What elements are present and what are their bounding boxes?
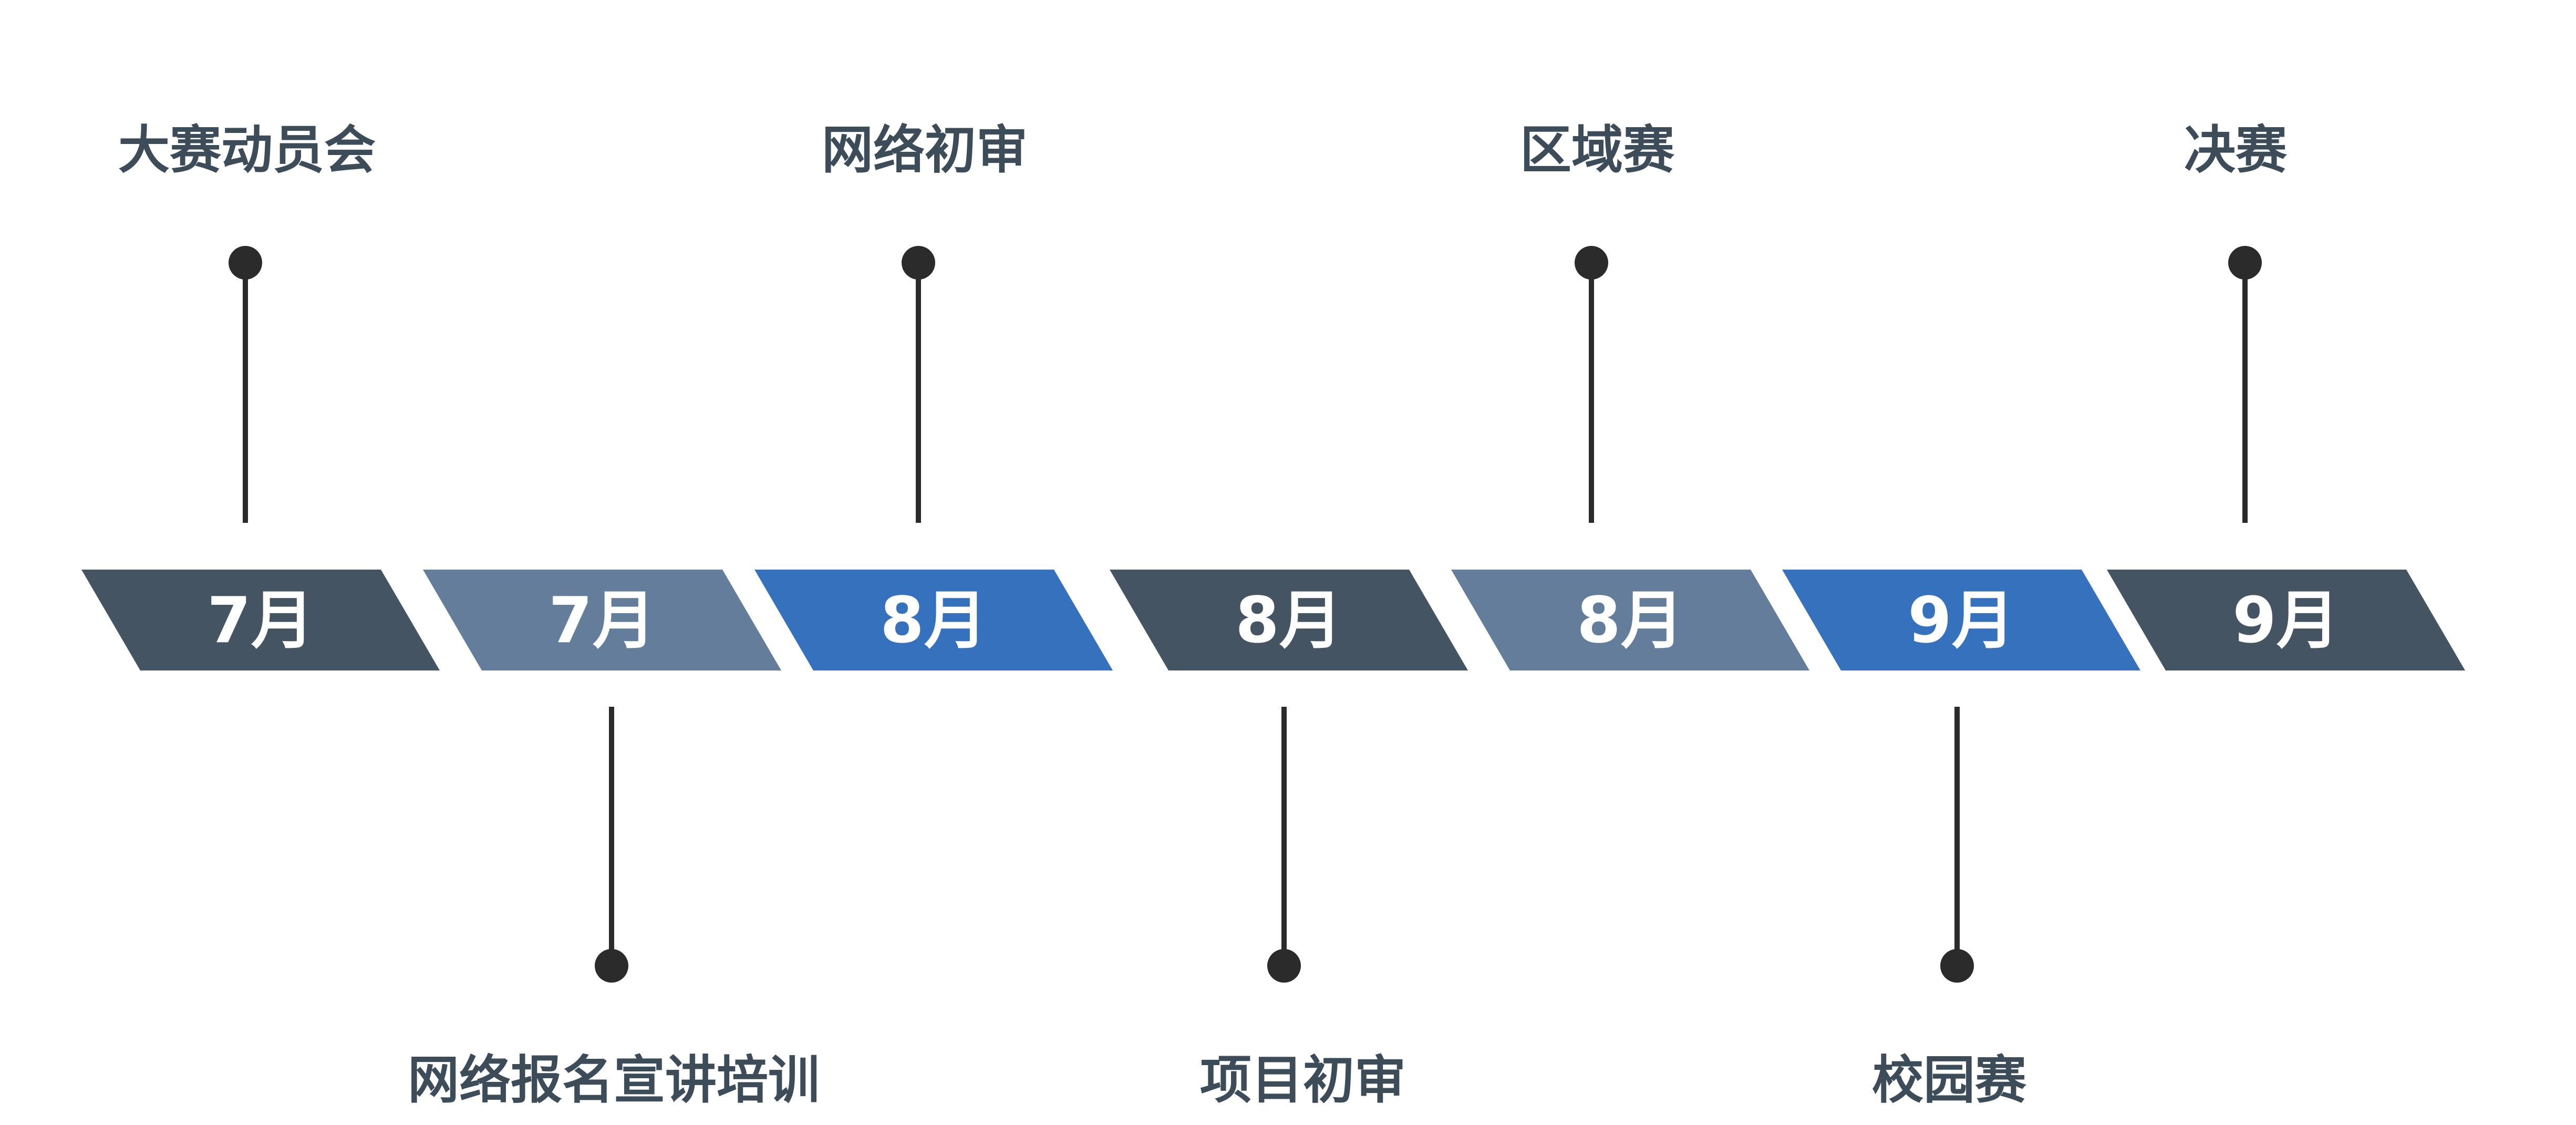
event-label: 网络初审 (822, 120, 1028, 180)
event-marker-dot (229, 246, 262, 280)
month-segments: 7月 7月 8月 8月 8月 9月 9月 (81, 570, 2465, 670)
event-label: 网络报名宣讲培训 (408, 1050, 820, 1110)
event-marker-dot (902, 246, 935, 280)
timeline-event: 校园赛 (1872, 707, 2027, 1110)
month-segment-shape (1451, 570, 1809, 670)
event-label: 项目初审 (1200, 1050, 1406, 1110)
month-segment-shape (2107, 570, 2465, 670)
month-segment: 8月 (1451, 570, 1809, 670)
month-segment: 9月 (1782, 570, 2140, 670)
event-label: 区域赛 (1520, 120, 1675, 180)
event-marker-dot (1575, 246, 1608, 280)
month-segment: 8月 (1110, 570, 1468, 670)
month-label: 7月 (207, 584, 314, 657)
timeline-event: 决赛 (2184, 120, 2288, 523)
event-marker-dot (1267, 949, 1301, 983)
month-segment-shape (1782, 570, 2140, 670)
event-label: 校园赛 (1872, 1050, 2027, 1110)
month-label: 9月 (1908, 584, 2015, 657)
month-segment-shape (754, 570, 1113, 670)
timeline-event: 网络报名宣讲培训 (408, 707, 820, 1110)
month-segment-shape (423, 570, 781, 670)
month-label: 9月 (2232, 584, 2340, 657)
event-marker-dot (1940, 949, 1974, 983)
month-label: 8月 (1235, 584, 1342, 657)
timeline-event: 大赛动员会 (118, 120, 376, 523)
timeline-event: 区域赛 (1520, 120, 1675, 523)
event-label: 大赛动员会 (118, 120, 376, 180)
month-label: 8月 (880, 584, 987, 657)
timeline-event: 网络初审 (822, 120, 1028, 523)
month-segment: 7月 (81, 570, 440, 670)
month-label: 7月 (549, 584, 656, 657)
timeline-event: 项目初审 (1200, 707, 1406, 1110)
month-segment: 8月 (754, 570, 1113, 670)
month-segment-shape (81, 570, 440, 670)
event-marker-dot (2228, 246, 2262, 280)
month-label: 8月 (1577, 584, 1684, 657)
event-marker-dot (595, 949, 628, 983)
month-segment-shape (1110, 570, 1468, 670)
month-segment: 7月 (423, 570, 781, 670)
month-segment: 9月 (2107, 570, 2465, 670)
event-label: 决赛 (2184, 120, 2288, 180)
